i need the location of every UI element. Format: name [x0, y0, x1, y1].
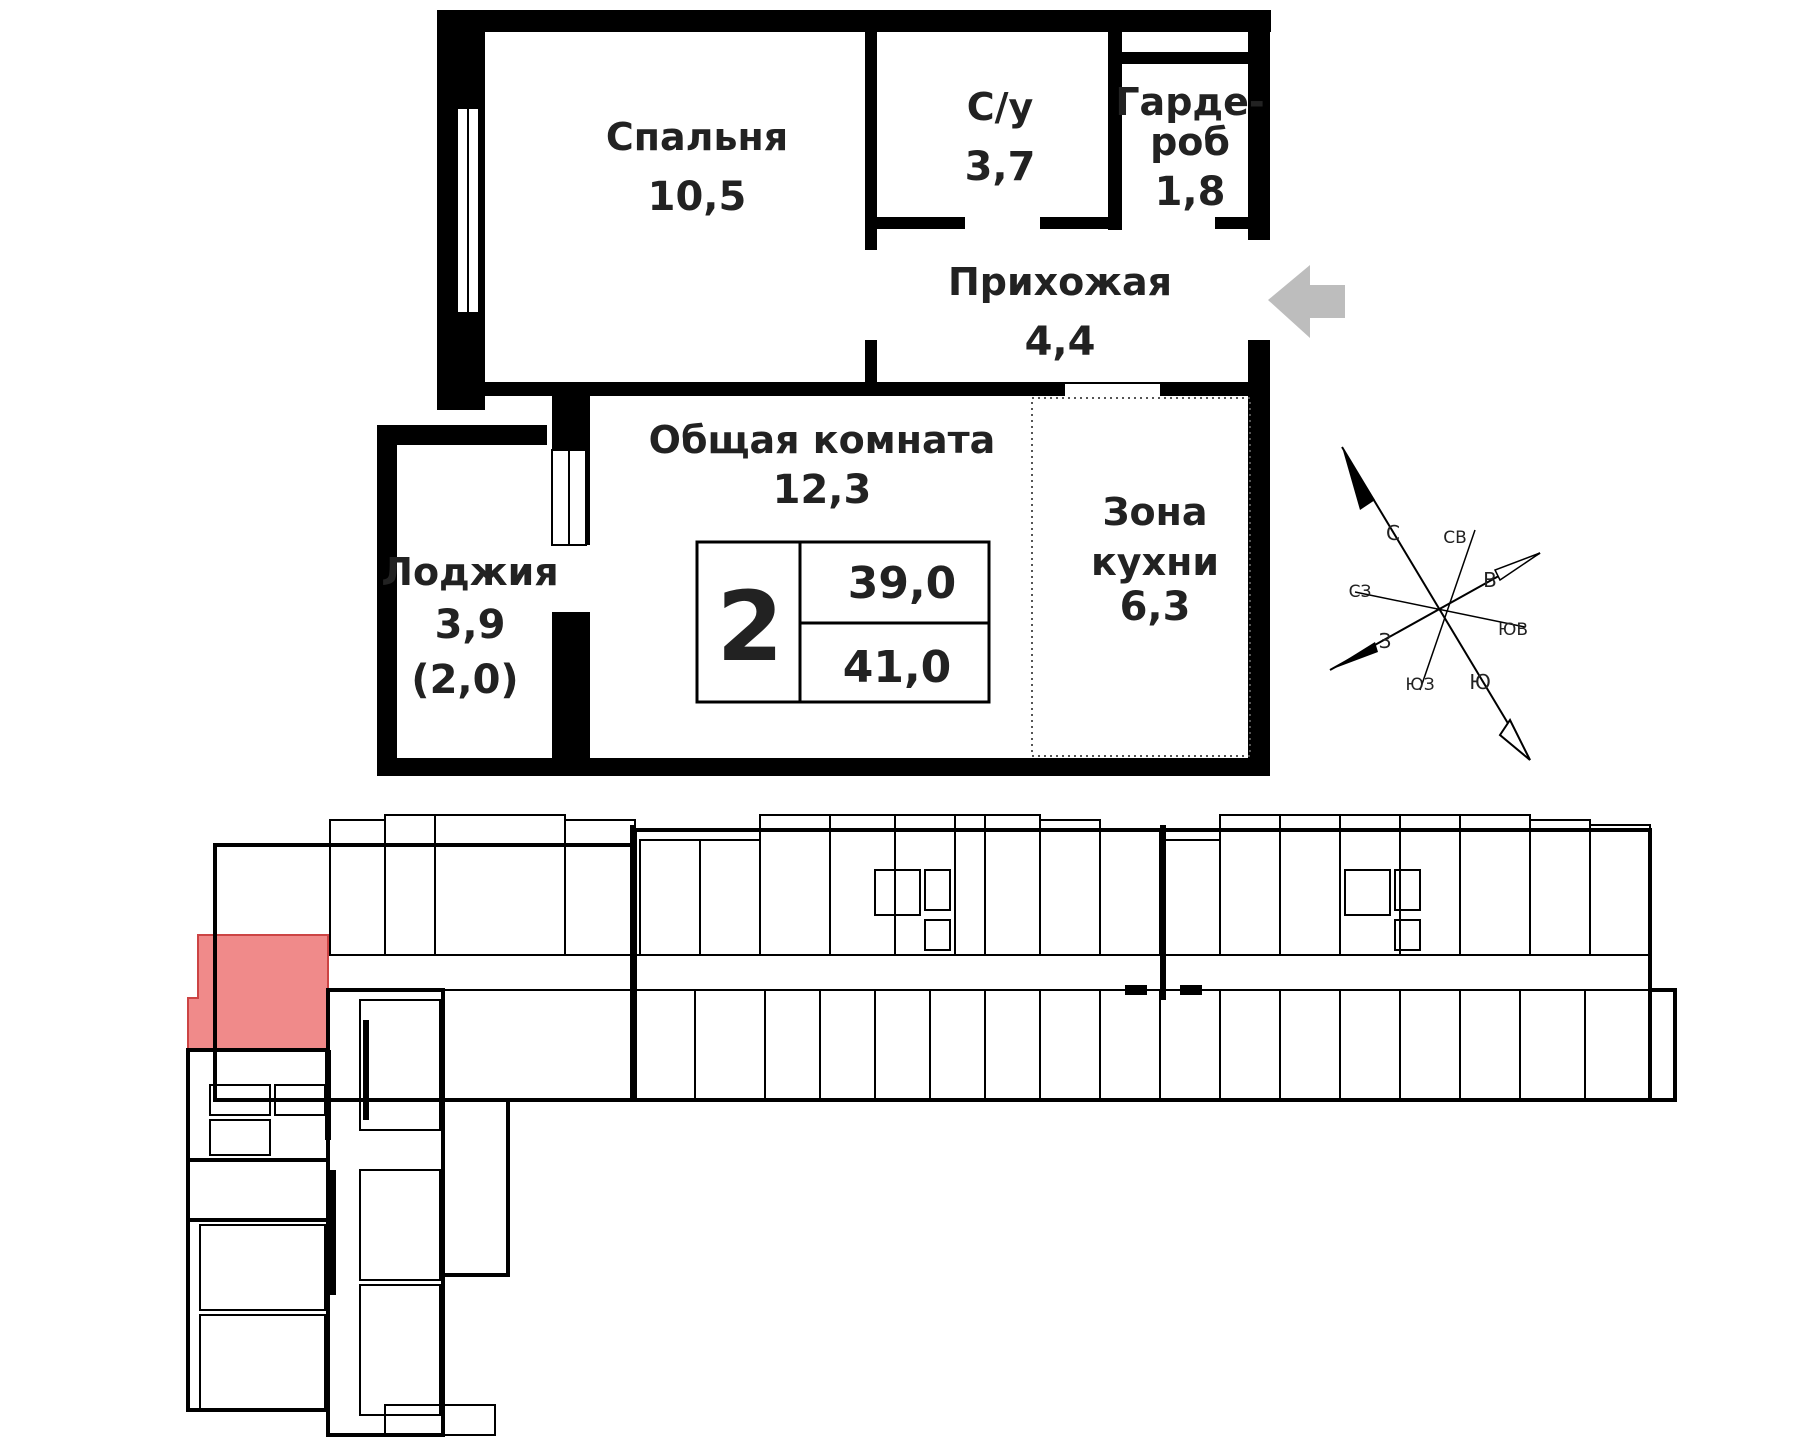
kitchen-area: 6,3 — [1120, 584, 1191, 630]
living-area: 12,3 — [773, 467, 872, 513]
compass-e: В — [1483, 568, 1497, 592]
kitchen-zone-border — [1031, 397, 1251, 757]
living-name: Общая комната — [649, 418, 996, 462]
bedroom-name: Спальня — [606, 115, 788, 159]
total-area: 41,0 — [843, 642, 952, 693]
hallway-name: Прихожая — [948, 260, 1172, 304]
wardrobe-name-2: роб — [1150, 120, 1230, 164]
floor-key-plan — [186, 814, 1677, 1437]
area-summary-box: 2 39,0 41,0 — [695, 540, 991, 704]
kitchen-name-1: Зона — [1102, 490, 1207, 534]
compass-icon: С Ю В З СВ ЮВ ЮЗ СЗ — [1329, 446, 1541, 761]
compass-w: З — [1379, 629, 1392, 653]
compass-ne: СВ — [1443, 528, 1467, 548]
compass-s: Ю — [1469, 670, 1491, 694]
loggia-name: Лоджия — [381, 550, 558, 594]
entrance-arrow-icon — [1268, 265, 1345, 338]
loggia-area-reduced: (2,0) — [411, 657, 518, 703]
wardrobe-area: 1,8 — [1155, 169, 1226, 215]
compass-se: ЮВ — [1498, 620, 1528, 640]
loggia-area: 3,9 — [435, 602, 506, 648]
compass-sw: ЮЗ — [1405, 675, 1434, 695]
bathroom-area: 3,7 — [965, 144, 1036, 190]
wardrobe-name-1: Гарде- — [1115, 80, 1264, 124]
room-count: 2 — [717, 571, 784, 683]
bedroom-area: 10,5 — [648, 174, 747, 220]
kitchen-name-2: кухни — [1091, 540, 1219, 584]
windows — [456, 107, 587, 546]
living-total-area: 39,0 — [848, 558, 957, 609]
hallway-area: 4,4 — [1025, 319, 1096, 365]
compass-n: С — [1386, 521, 1400, 545]
compass-nw: СЗ — [1349, 582, 1372, 602]
bathroom-name: С/у — [967, 85, 1034, 129]
highlighted-apartment — [187, 934, 329, 1051]
